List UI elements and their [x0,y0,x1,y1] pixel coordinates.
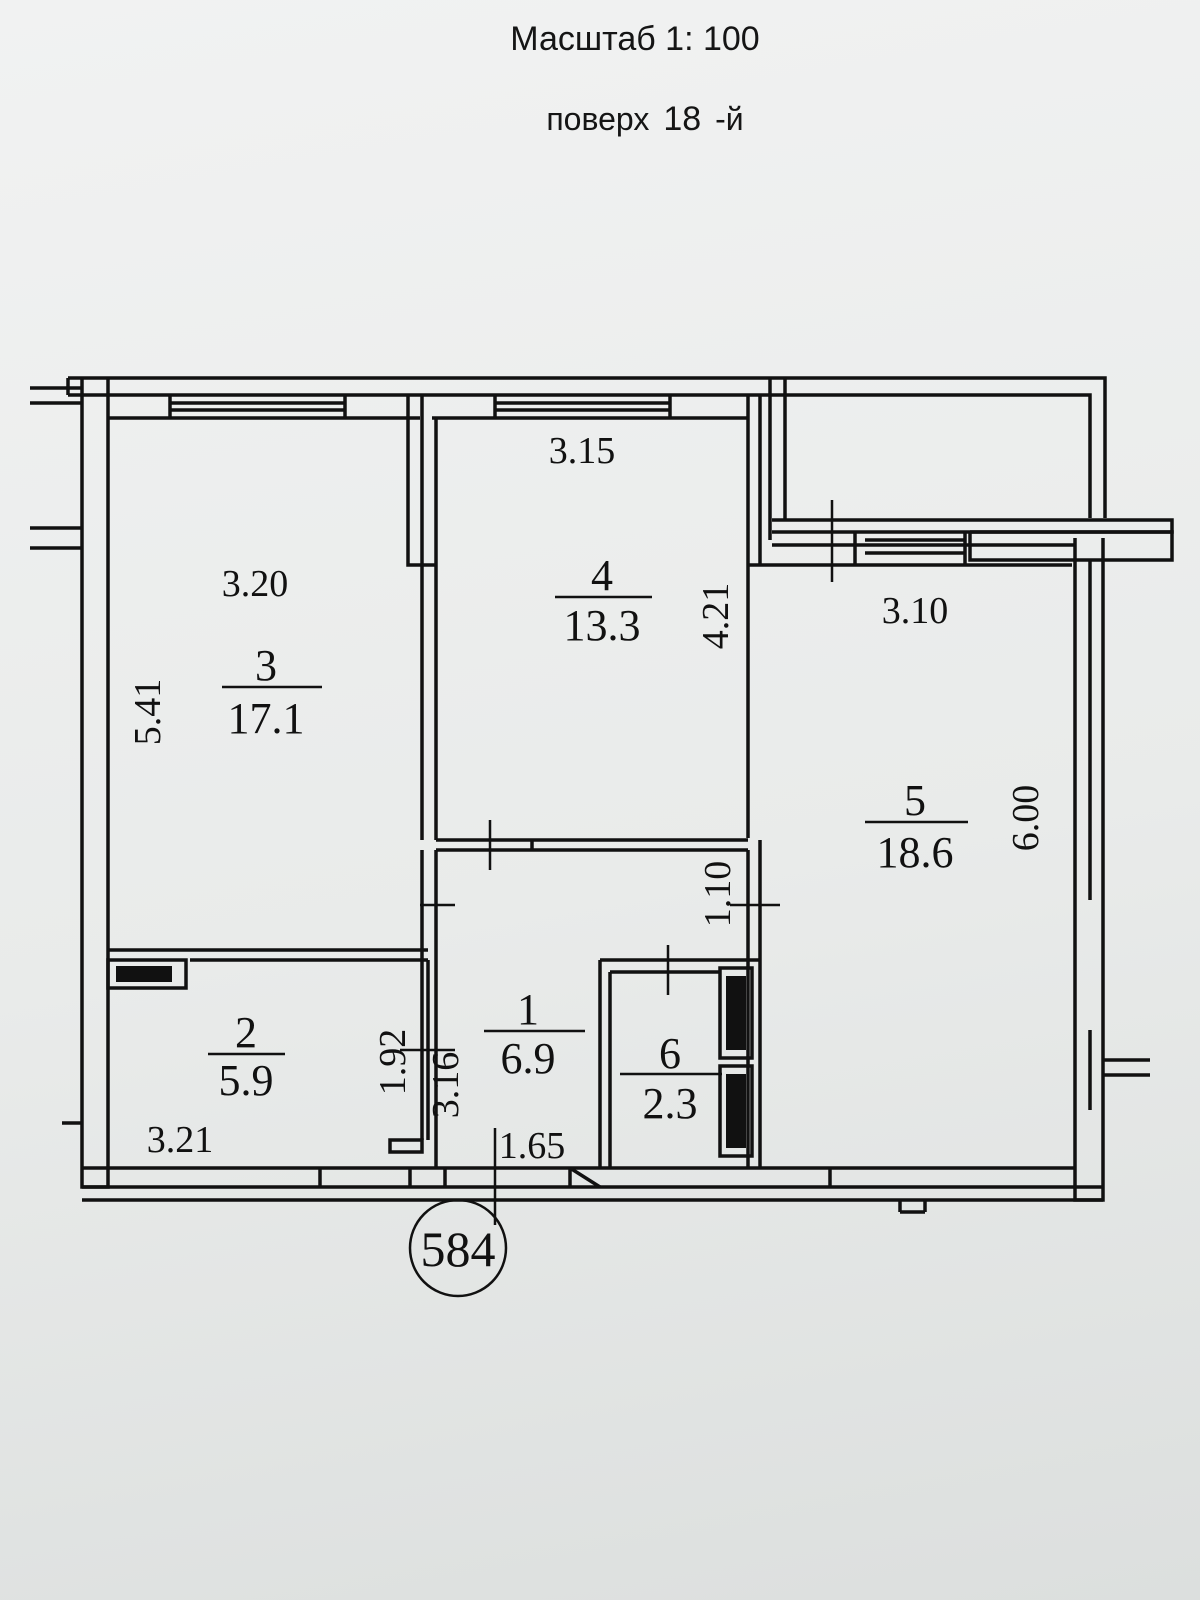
dim-room3-width: 3.20 [222,563,289,605]
dim-corridor-width: 1.10 [697,861,739,928]
room-3-area: 17.1 [228,694,305,743]
dim-room5-length: 6.00 [1005,785,1047,852]
wall-room5-left [746,850,762,1168]
wall-room2-corner [388,1138,424,1154]
room-4-number: 4 [591,551,613,600]
dim-hall-width: 1.65 [499,1125,566,1167]
room-2-area: 5.9 [219,1056,274,1105]
balcony-outline [768,376,1107,540]
room-fraction-lines [208,595,968,1076]
wall-stub-top-left [30,386,82,405]
outer-wall-bottom [82,1166,1103,1202]
scale-label: Масштаб 1: 100 [510,20,760,58]
room-6-number: 6 [659,1029,681,1078]
room-2-number: 2 [235,1008,257,1057]
dim-room5-width: 3.10 [882,590,949,632]
dim-room2-width: 3.21 [147,1119,214,1161]
room-1-number: 1 [517,985,539,1034]
floor-label: поверх [546,101,650,137]
room-6-area: 2.3 [643,1079,698,1128]
building-number-circle [408,1198,508,1298]
floor-number: 18 [663,100,702,138]
floor-suffix: -й [715,101,744,137]
room-3-number: 3 [255,641,277,690]
dim-room4-width: 3.15 [549,430,616,472]
dim-room4-length: 4.21 [695,583,737,650]
dimension-ticks [400,500,834,1225]
window-top-2 [493,395,672,418]
wall-stub-mid-left [30,526,82,550]
wall-room6 [598,958,760,1168]
dim-room3-length: 5.41 [127,679,169,746]
dim-hall-length: 3.16 [425,1052,467,1119]
entrance-gap [443,1166,601,1189]
window-room5 [853,530,1174,565]
window-bottom-2 [828,1168,927,1214]
room-1-area: 6.9 [501,1034,556,1083]
floor-label-row: поверх 18 -й [45,100,1200,139]
room-5-number: 5 [904,776,926,825]
window-top-1 [168,395,347,418]
dim-room2-length: 1.92 [372,1029,414,1096]
wall-room3-room2 [108,850,430,1140]
wall-room4-room5 [746,396,772,960]
outer-wall-right [1073,538,1150,1202]
vent-shaft-upper-icon [718,966,754,1060]
radiator-icon [106,958,188,990]
outer-wall-top [68,376,785,420]
window-bottom-1 [318,1168,412,1187]
walls [30,376,1174,1298]
building-number: 584 [421,1221,496,1277]
wall-room4-bottom [436,838,748,852]
room-4-area: 13.3 [564,601,641,650]
wall-room3-room4 [406,396,438,840]
vent-shaft-lower-icon [718,1064,754,1158]
room-5-area: 18.6 [877,828,954,877]
outer-wall-left [80,378,110,1189]
